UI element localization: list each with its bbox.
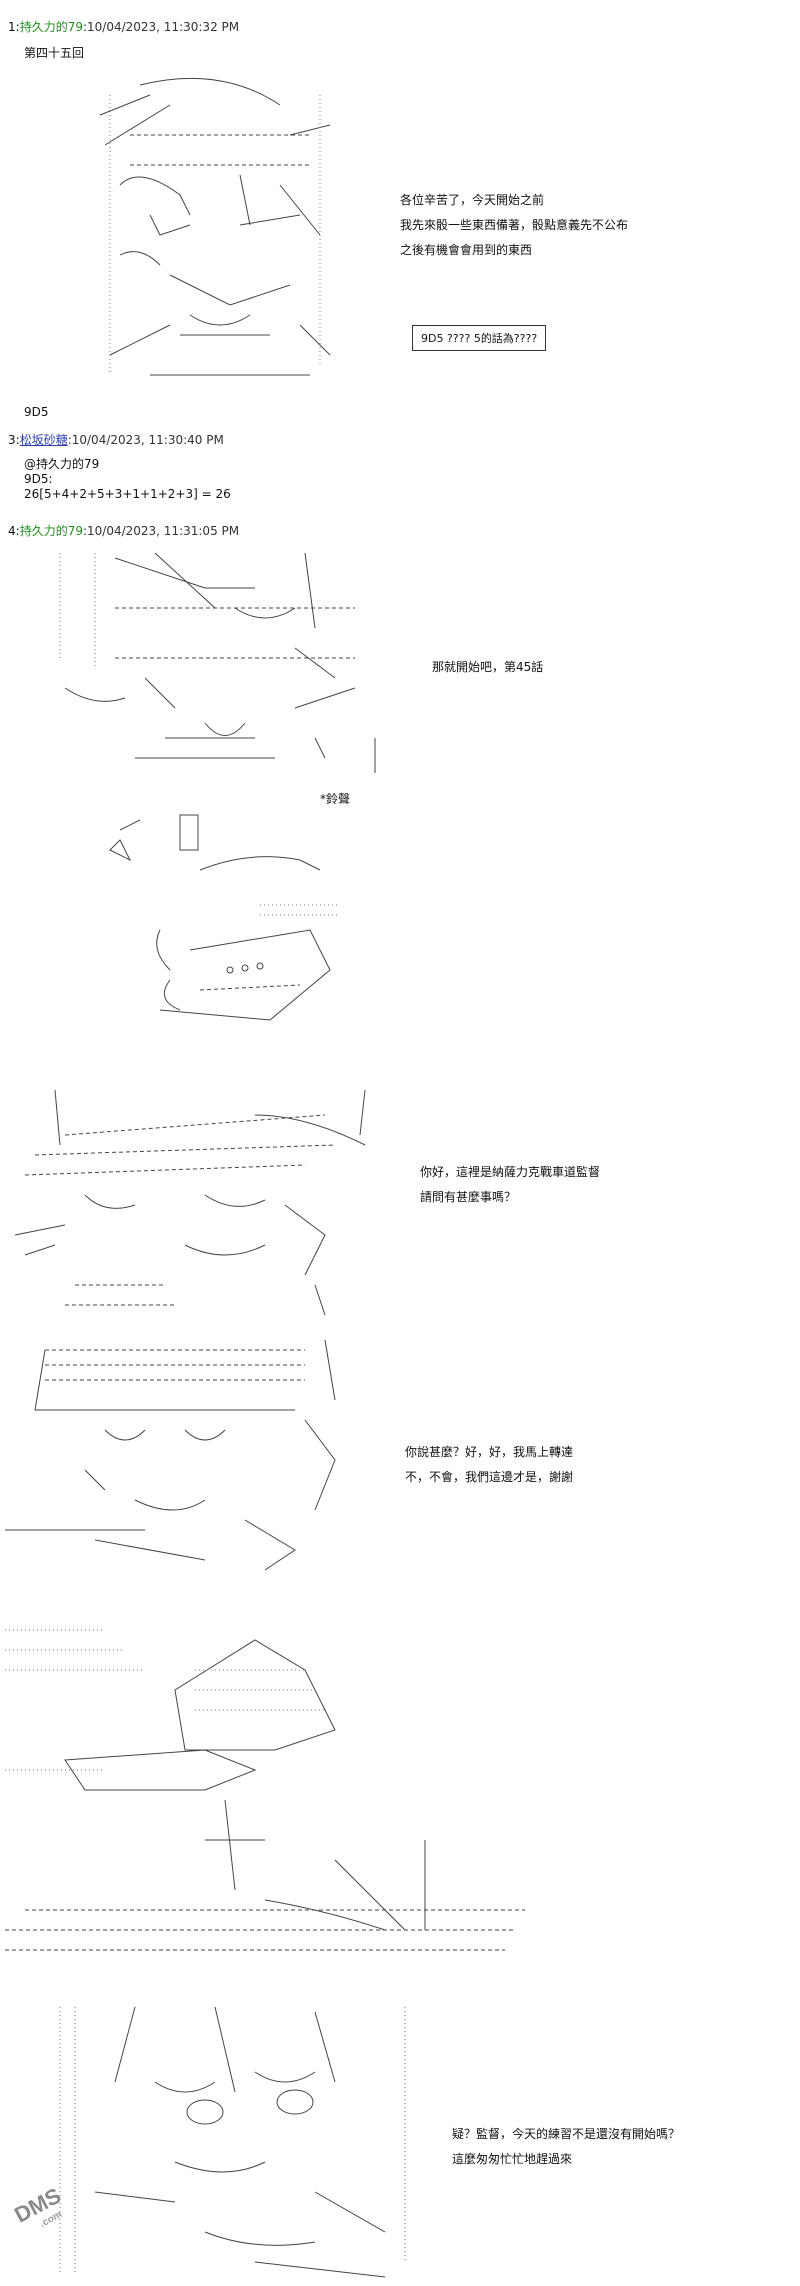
post-number: 3:	[8, 433, 20, 447]
ascii-art-character-1	[99, 77, 331, 376]
intro-line: 之後有機會會用到的東西	[400, 243, 533, 257]
post-date: :10/04/2023, 11:30:32 PM	[82, 20, 240, 34]
dice-reply: @持久力的79 9D5: 26[5+4+2+5+3+1+1+2+3] = 26	[24, 457, 231, 502]
dice-command: 9D5	[24, 405, 49, 419]
post-number: 4:	[8, 524, 20, 538]
reply-line: @持久力的79	[24, 457, 100, 471]
ascii-art-landscape	[5, 1629, 525, 1951]
post-author-link[interactable]: 松坂砂糖	[19, 433, 68, 447]
dialogue-line: 這麼匆匆忙忙地趕過來	[452, 2152, 573, 2166]
post-author-link[interactable]: 持久力的79	[19, 524, 83, 538]
ascii-art-character-5	[59, 2006, 406, 2278]
post-date: :10/04/2023, 11:31:05 PM	[82, 524, 240, 538]
dialogue-line: 不，不會，我們這邊才是，謝謝	[405, 1470, 574, 1484]
ascii-art-character-3	[14, 1089, 366, 1316]
intro-line: 我先來骰一些東西備著，骰點意義先不公布	[400, 218, 629, 232]
intro-line: 各位辛苦了，今天開始之前	[400, 193, 545, 207]
dialogue-line: 你好，這裡是納薩力克戰車道監督	[420, 1165, 601, 1179]
post-date: :10/04/2023, 11:30:40 PM	[67, 433, 224, 447]
dice-box: 9D5 ???? 5的話為????	[412, 325, 547, 351]
reply-line: 26[5+4+2+5+3+1+1+2+3] = 26	[24, 487, 231, 501]
ascii-art-character-2	[59, 552, 376, 773]
bell-sfx: *鈴聲	[320, 792, 351, 806]
post-header-4: 4:持久力的79:10/04/2023, 11:31:05 PM	[8, 522, 239, 539]
start-text: 那就開始吧，第45話	[432, 660, 544, 674]
post-author-link[interactable]: 持久力的79	[19, 20, 83, 34]
chapter-title: 第四十五回	[24, 46, 85, 60]
reply-line: 9D5:	[24, 472, 53, 486]
dialogue-line: 請問有甚麼事嗎？	[420, 1190, 517, 1204]
phone-icon	[109, 814, 340, 1021]
post-number: 1:	[8, 20, 20, 34]
dialogue-line: 你說甚麼？好，好，我馬上轉達	[405, 1445, 574, 1459]
scene6-dialogue: 疑？監督，今天的練習不是還沒有開始嗎？ 這麼匆匆忙忙地趕過來	[452, 2122, 680, 2172]
post-header-3: 3:松坂砂糖:10/04/2023, 11:30:40 PM	[8, 431, 224, 448]
post-header-1: 1:持久力的79:10/04/2023, 11:30:32 PM	[8, 18, 239, 35]
dialogue-line: 疑？監督，今天的練習不是還沒有開始嗎？	[452, 2127, 681, 2141]
scene3-dialogue: 你好，這裡是納薩力克戰車道監督 請問有甚麼事嗎？	[420, 1160, 600, 1210]
intro-dialogue: 各位辛苦了，今天開始之前 我先來骰一些東西備著，骰點意義先不公布 之後有機會會用…	[400, 188, 628, 263]
scene4-dialogue: 你說甚麼？好，好，我馬上轉達 不，不會，我們這邊才是，謝謝	[405, 1440, 573, 1490]
ascii-art-character-4	[5, 1339, 336, 1571]
